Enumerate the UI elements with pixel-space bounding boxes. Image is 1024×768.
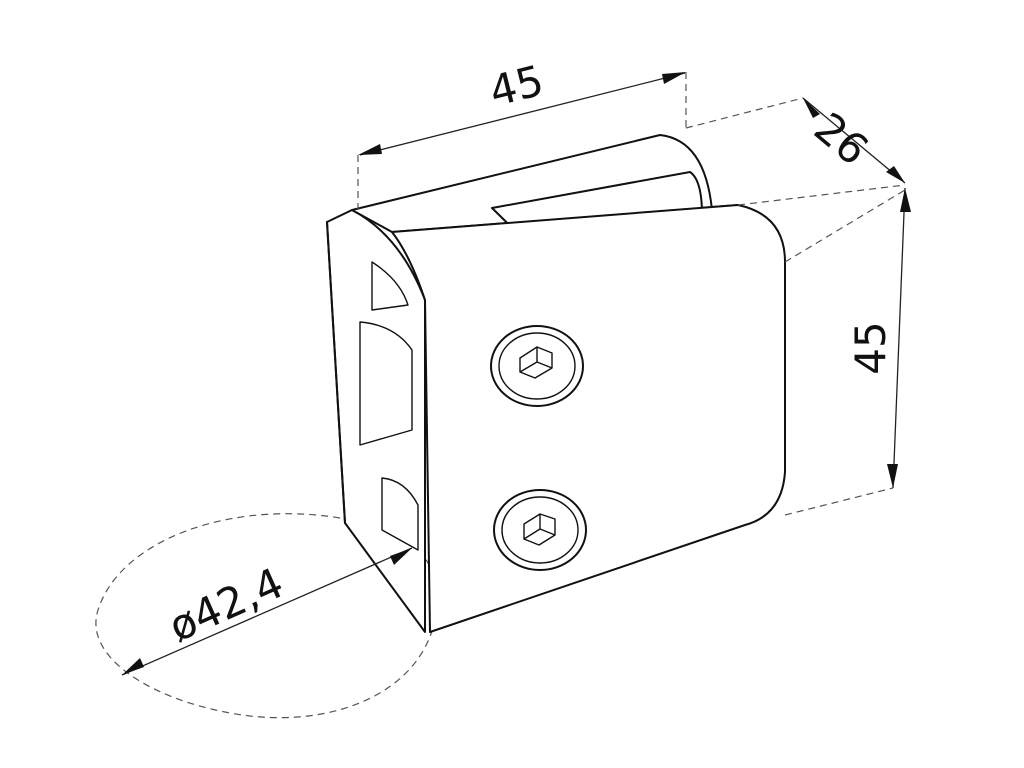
height-dimension: 45 [784, 187, 911, 516]
screw-lower [493, 489, 587, 571]
clamp-left-side [326, 209, 426, 633]
diameter-dimension: ø42,4 [121, 547, 413, 676]
hex-socket-icon [519, 346, 553, 379]
screw-upper [490, 325, 584, 407]
width-label: 45 [485, 56, 549, 116]
side-slot-middle [359, 321, 413, 446]
depth-dimension: 26 [685, 97, 906, 206]
clamp-body [326, 134, 786, 633]
hex-socket-icon [523, 513, 556, 546]
side-slot-lower [381, 477, 419, 551]
side-slot-upper [371, 261, 409, 311]
clamp-front-face [391, 204, 786, 633]
height-label: 45 [846, 321, 895, 374]
diameter-label: ø42,4 [162, 558, 291, 651]
